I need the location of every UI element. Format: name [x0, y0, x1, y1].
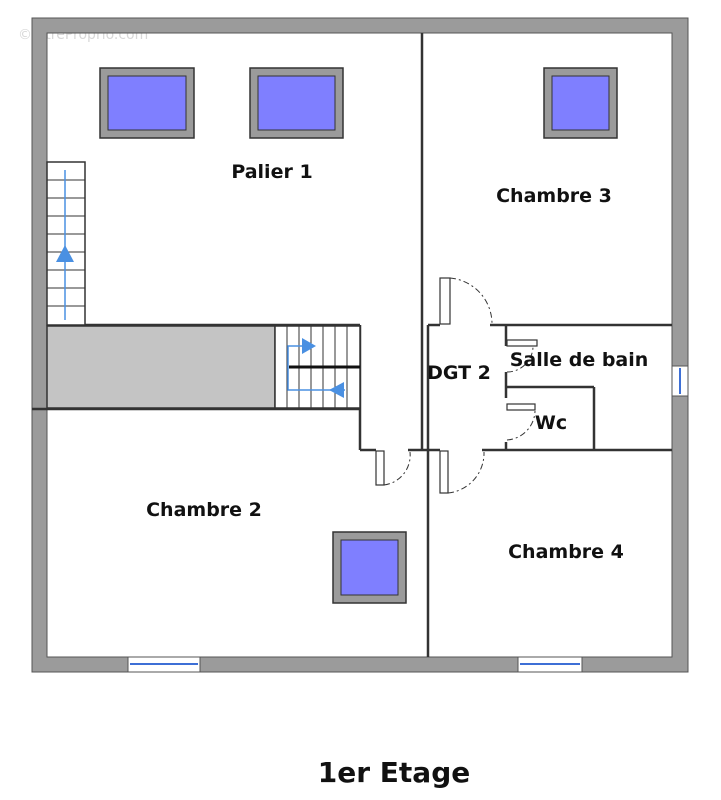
room-label-palier: Palier 1: [231, 161, 312, 183]
door-chambre3: [439, 277, 493, 325]
interior-walls: [32, 33, 672, 657]
stair-west: [46, 161, 86, 326]
door-chambre2: [375, 450, 411, 486]
door-wc: [506, 403, 536, 441]
room-label-chambre4: Chambre 4: [508, 541, 624, 563]
skylight-palier-left: [99, 67, 195, 139]
room-label-dgt: DGT 2: [427, 362, 491, 384]
door-salle-de-bain: [506, 339, 538, 373]
skylight-palier-right: [249, 67, 344, 139]
floor-title: 1er Etage: [318, 756, 470, 789]
stair-center: [274, 325, 361, 409]
room-label-salle-de-bain: Salle de bain: [510, 349, 649, 371]
stairwell-void: [46, 325, 276, 409]
skylight-chambre3: [543, 67, 618, 139]
door-chambre4: [439, 450, 485, 494]
outer-wall: [31, 17, 689, 673]
room-label-wc: Wc: [535, 412, 567, 434]
room-label-chambre2: Chambre 2: [146, 499, 262, 521]
skylight-chambre2: [332, 531, 407, 604]
room-label-chambre3: Chambre 3: [496, 185, 612, 207]
